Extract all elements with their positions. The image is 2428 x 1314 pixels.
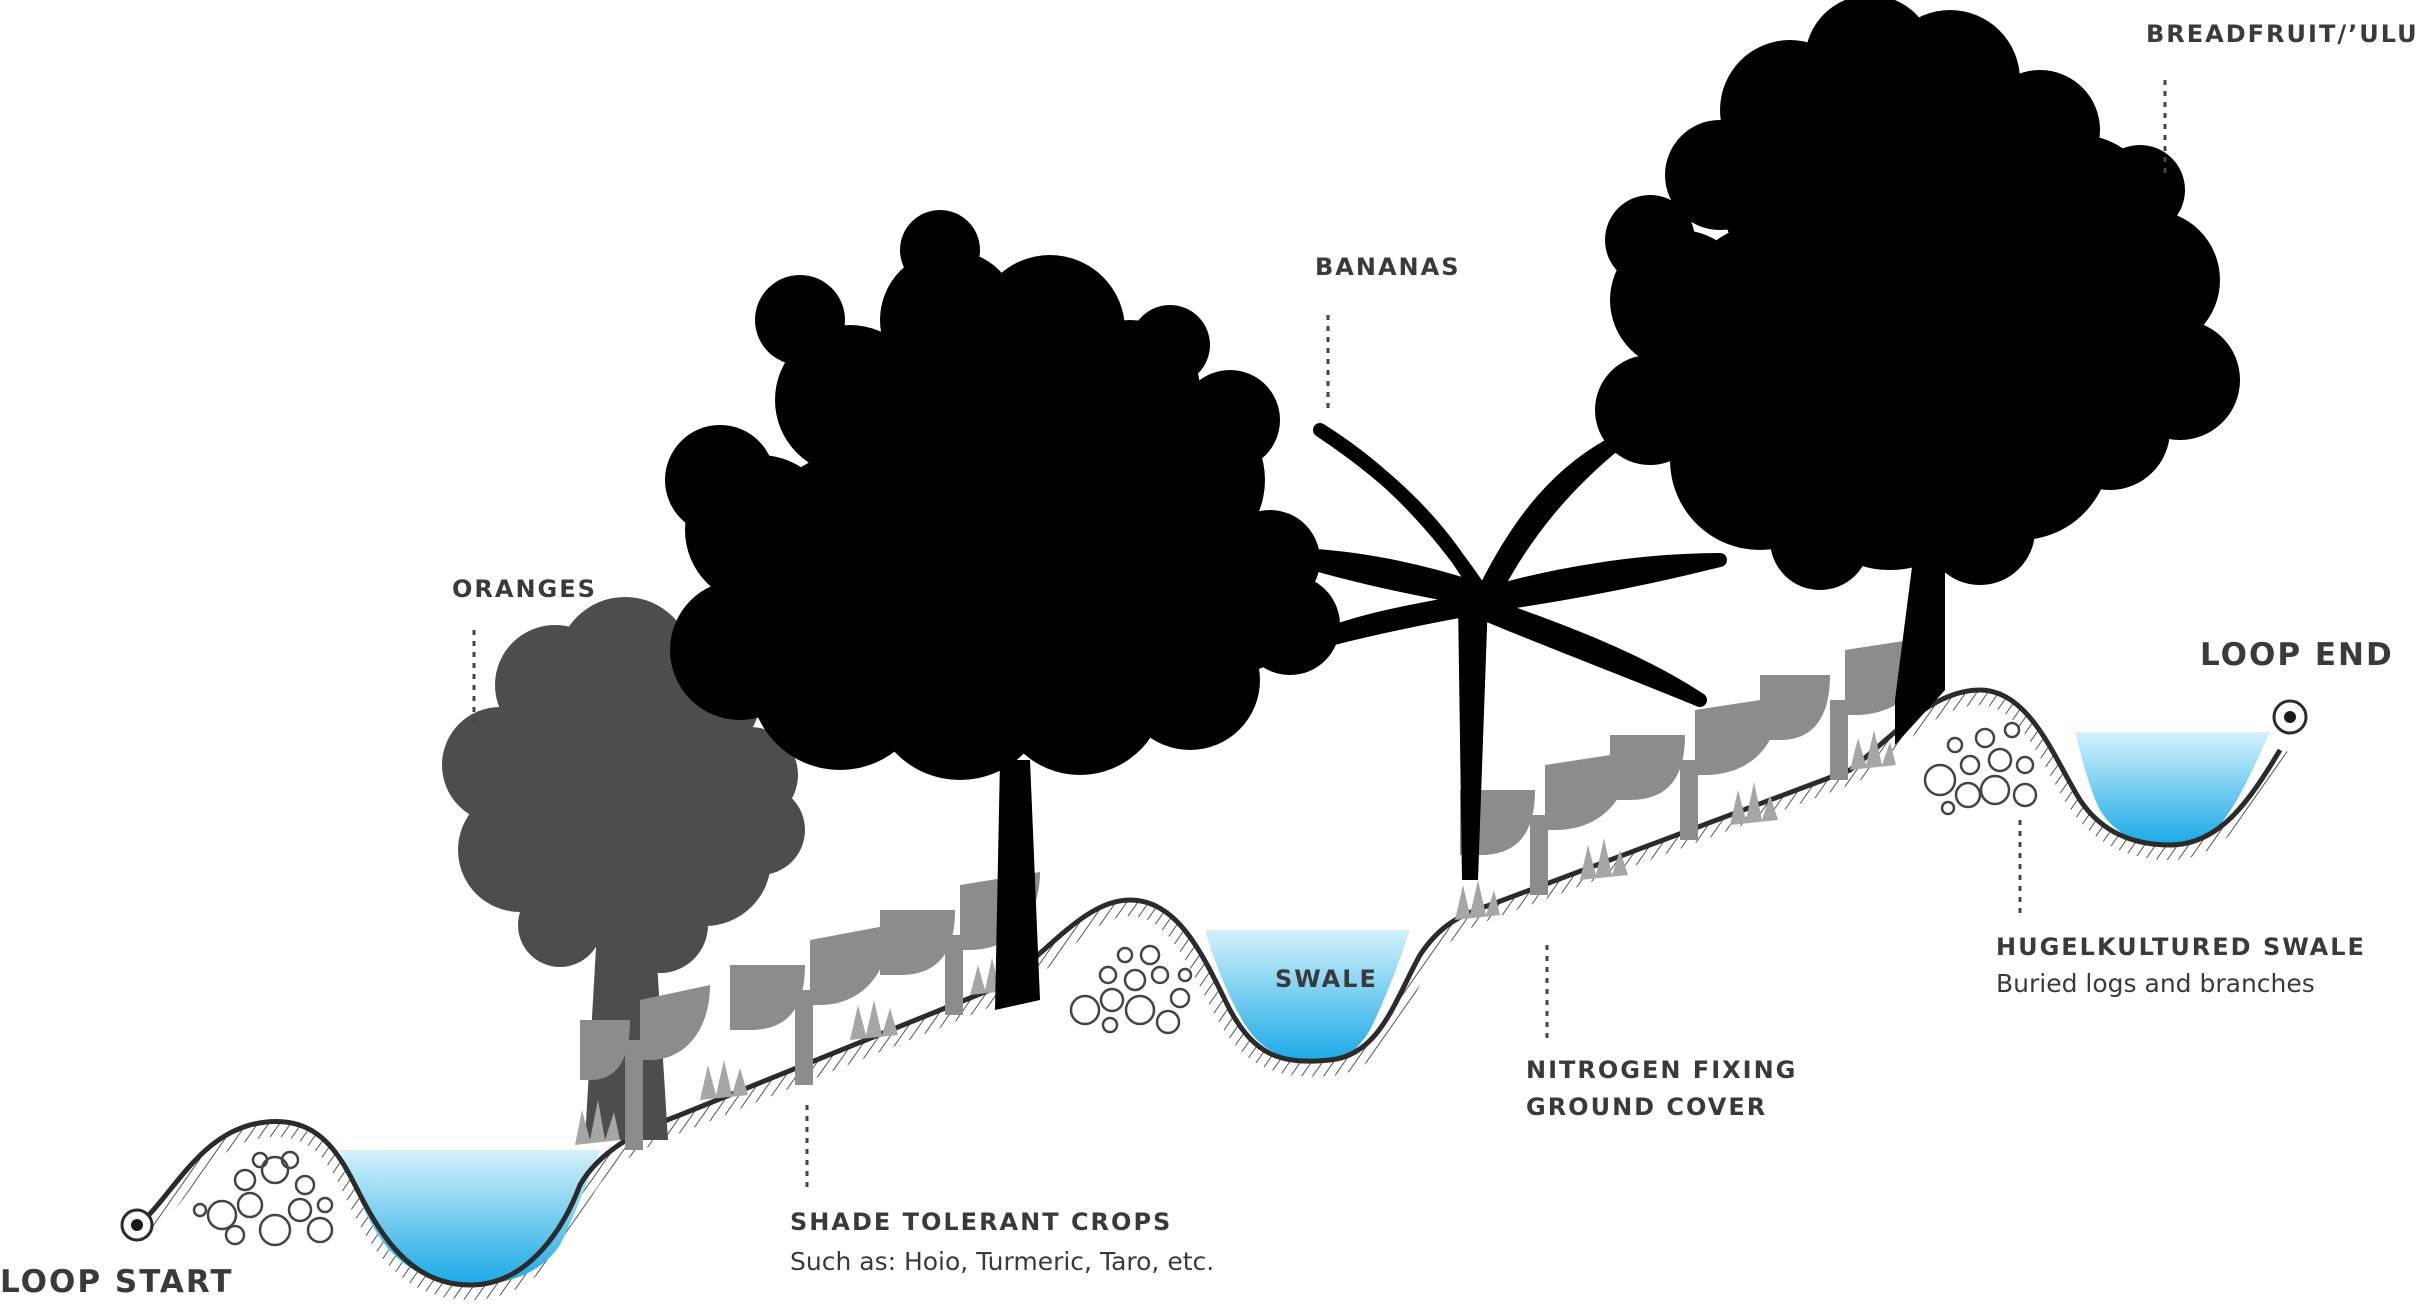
- soil-hatch-band: [135, 690, 2290, 1300]
- shade-tolerant-crops: [580, 637, 1930, 1150]
- water-swale-1: [340, 1150, 600, 1285]
- nitrogen-label-line1: NITROGEN FIXING: [1526, 1056, 1797, 1084]
- swale-label: SWALE: [1275, 965, 1378, 993]
- hugel-swale-subtitle: Buried logs and branches: [1996, 969, 2315, 998]
- oranges-label: ORANGES: [452, 575, 597, 603]
- loop-start-marker-icon: [120, 1208, 154, 1242]
- ground-line: [133, 687, 2283, 1288]
- buried-logs-mound-3: [1923, 721, 2038, 816]
- bananas-label: BANANAS: [1315, 253, 1460, 281]
- shade-crops-subtitle: Such as: Hoio, Turmeric, Taro, etc.: [790, 1247, 1214, 1276]
- water-swale-2: [1205, 930, 1410, 1062]
- buried-logs-mound-1: [192, 1150, 334, 1247]
- buried-logs-mound-2: [1069, 944, 1193, 1035]
- breadfruit-tree: [1595, 0, 2240, 745]
- water-swale-3: [2075, 732, 2270, 845]
- shade-crops-title: SHADE TOLERANT CROPS: [790, 1208, 1172, 1236]
- loop-end-label: LOOP END: [2200, 637, 2394, 673]
- large-shade-tree: [665, 210, 1340, 1010]
- loop-end-marker-icon: [2272, 699, 2308, 735]
- orange-tree: [442, 597, 805, 1140]
- ground-cover-grass: [575, 730, 1896, 1145]
- hugel-swale-title: HUGELKULTURED SWALE: [1996, 933, 2366, 961]
- label-leader-lines: [472, 80, 2167, 1190]
- nitrogen-label-line2: GROUND COVER: [1526, 1093, 1767, 1121]
- breadfruit-label: BREADFRUIT/’ULU: [2146, 20, 2419, 48]
- loop-start-label: LOOP START: [0, 1264, 234, 1300]
